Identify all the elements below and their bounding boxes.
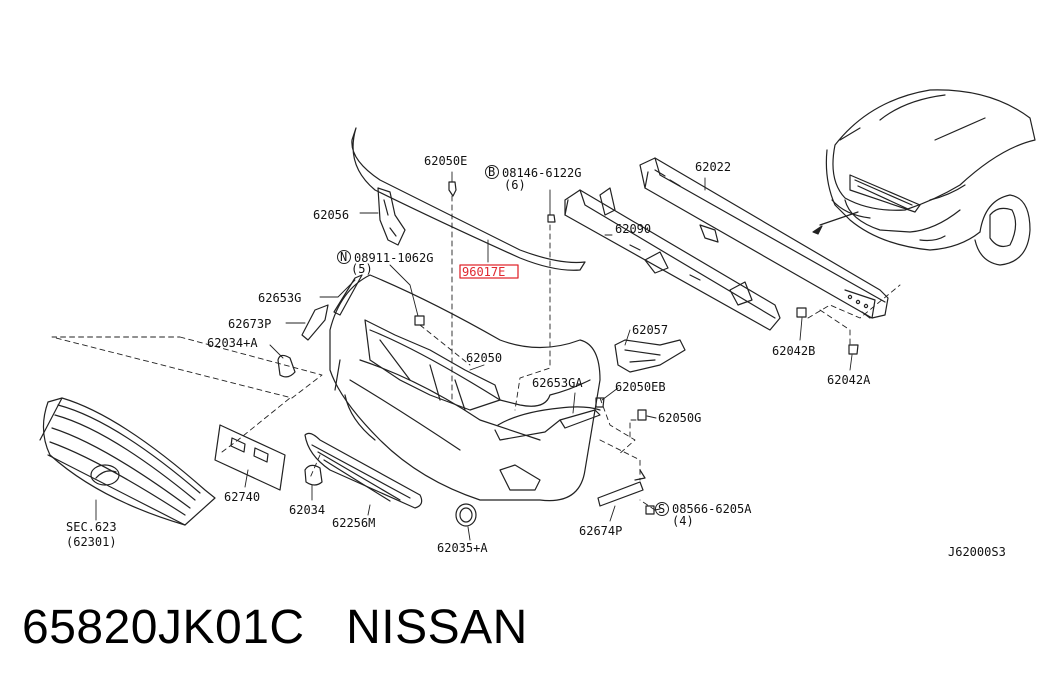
bolt-symbol-icon bbox=[485, 165, 499, 179]
label-62057: 62057 bbox=[632, 323, 668, 337]
label-62035a: 62035+A bbox=[437, 541, 488, 555]
label-62050: 62050 bbox=[466, 351, 502, 365]
energy-absorber-62090 bbox=[564, 187, 781, 331]
label-nut-code: 08911-1062G bbox=[354, 251, 433, 265]
label-62090: 62090 bbox=[615, 222, 651, 236]
label-bolt-code: 08146-6122G bbox=[502, 166, 581, 180]
hardware-fasteners bbox=[414, 181, 859, 515]
label-62034: 62034 bbox=[289, 503, 325, 517]
label-62056: 62056 bbox=[313, 208, 349, 222]
label-96017e: 96017E bbox=[462, 265, 505, 279]
car-front-view bbox=[812, 89, 1036, 266]
diagram-id: J62000S3 bbox=[948, 545, 1006, 559]
bracket-62056 bbox=[377, 187, 406, 246]
bumper-reinforcement-62022 bbox=[639, 157, 889, 319]
parts-diagram: B N S 62050E 08146-6122G (6) 62022 62056… bbox=[39, 89, 1036, 559]
screw-symbol-icon bbox=[655, 502, 669, 516]
moulding-62653ga bbox=[559, 409, 601, 429]
bracket-62057 bbox=[614, 339, 686, 373]
label-sec623-part: (62301) bbox=[66, 535, 117, 549]
label-62022: 62022 bbox=[695, 160, 731, 174]
nut-symbol-icon bbox=[337, 250, 351, 264]
highlight-box bbox=[459, 264, 519, 279]
label-screw-qty: (4) bbox=[672, 514, 694, 528]
label-62050g: 62050G bbox=[658, 411, 701, 425]
lower-grille-62256m bbox=[304, 432, 423, 509]
label-62673p: 62673P bbox=[228, 317, 271, 331]
label-62034a: 62034+A bbox=[207, 336, 258, 350]
clip-62034a bbox=[277, 354, 296, 378]
label-62674p: 62674P bbox=[579, 524, 622, 538]
bracket-62674p bbox=[597, 469, 646, 507]
symbol-b: B bbox=[488, 165, 495, 179]
bracket-62673p bbox=[301, 304, 329, 341]
bumper-fascia-62050 bbox=[329, 274, 601, 502]
label-62042a: 62042A bbox=[827, 373, 871, 387]
caption: 65820JK01C NISSAN bbox=[22, 600, 528, 655]
label-62042b: 62042B bbox=[772, 344, 815, 358]
label-62050e: 62050E bbox=[424, 154, 467, 168]
label-nut-qty: (5) bbox=[351, 262, 373, 276]
caption-part-number: 65820JK01C bbox=[22, 601, 305, 654]
label-62740: 62740 bbox=[224, 490, 260, 504]
symbol-s: S bbox=[658, 502, 665, 516]
license-bracket-62740 bbox=[214, 424, 286, 491]
label-bolt-qty: (6) bbox=[504, 178, 526, 192]
symbol-n: N bbox=[340, 250, 347, 264]
label-screw-code: 08566-6205A bbox=[672, 502, 752, 516]
label-sec623: SEC.623 bbox=[66, 520, 117, 534]
caption-brand: NISSAN bbox=[346, 601, 528, 654]
clip-62034 bbox=[304, 464, 323, 486]
front-grille-sec623 bbox=[39, 397, 216, 526]
leader-lines bbox=[95, 171, 853, 541]
moulding-62653g bbox=[333, 274, 363, 316]
label-62653ga: 62653GA bbox=[532, 376, 583, 390]
label-62050eb: 62050EB bbox=[615, 380, 666, 394]
label-62653g: 62653G bbox=[258, 291, 301, 305]
dashed-guides bbox=[51, 195, 901, 511]
label-62256m: 62256M bbox=[332, 516, 375, 530]
fog-cover-62035a bbox=[455, 503, 477, 527]
